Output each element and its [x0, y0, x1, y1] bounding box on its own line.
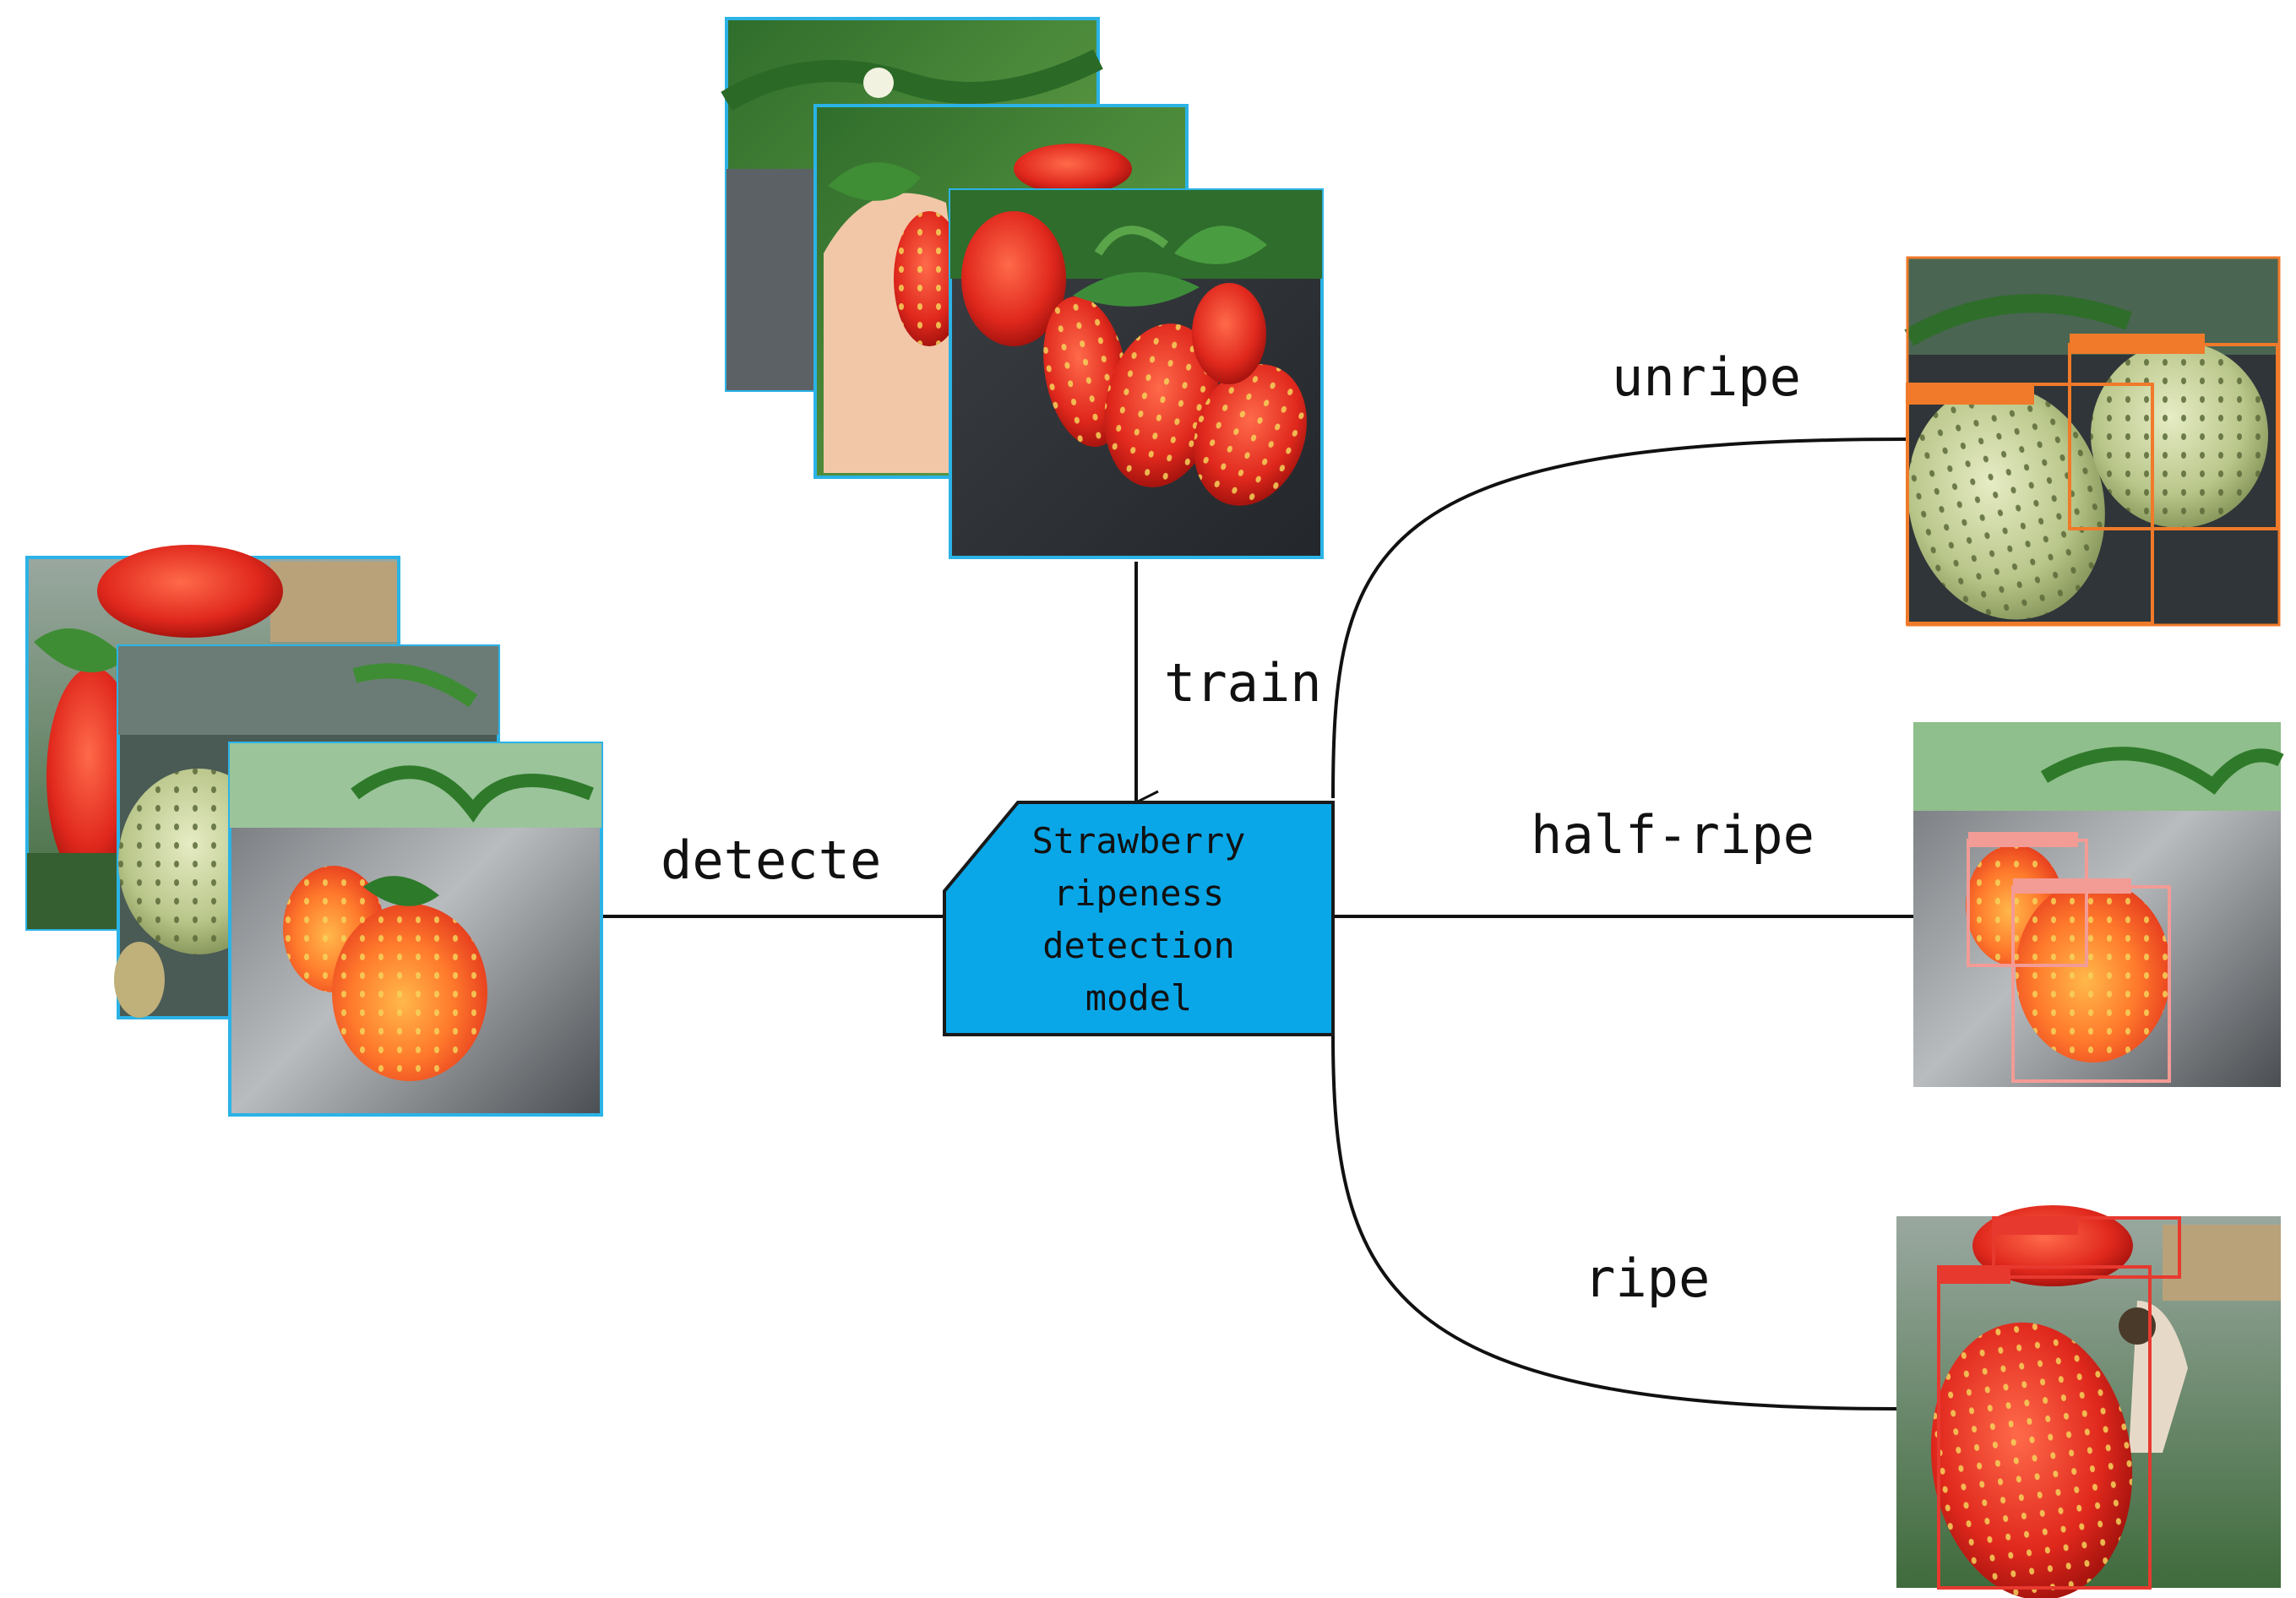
input-image-stack [25, 545, 603, 1117]
ripe-result-image [1896, 1205, 2281, 1598]
ripeness-model-box: Strawberry ripeness detection model [943, 801, 1335, 1036]
model-label-line-3: detection [1042, 925, 1235, 966]
input-photo-front [228, 742, 603, 1117]
training-image-stack [721, 17, 1324, 559]
detect-label: detecte [661, 829, 881, 891]
unripe-label: unripe [1612, 346, 1801, 408]
unripe-connector [1331, 438, 1908, 799]
unripe-result-image [1904, 256, 2281, 627]
half-ripe-label: half-ripe [1531, 804, 1814, 866]
ripe-box-1 [1992, 1216, 2181, 1279]
ripe-label: ripe [1584, 1247, 1710, 1309]
half-ripe-result-image [1913, 722, 2284, 1087]
ripe-connector [1331, 1034, 1897, 1410]
training-photo-front [949, 188, 1324, 559]
ripe-box-2 [1937, 1265, 2152, 1590]
model-label-line-4: model [1085, 977, 1192, 1019]
model-box-shape [943, 801, 1335, 1036]
train-label: train [1164, 652, 1322, 714]
model-label-line-1: Strawberry [1032, 820, 1246, 862]
connectors [601, 438, 1913, 1410]
model-label-line-2: ripeness [1053, 872, 1224, 914]
